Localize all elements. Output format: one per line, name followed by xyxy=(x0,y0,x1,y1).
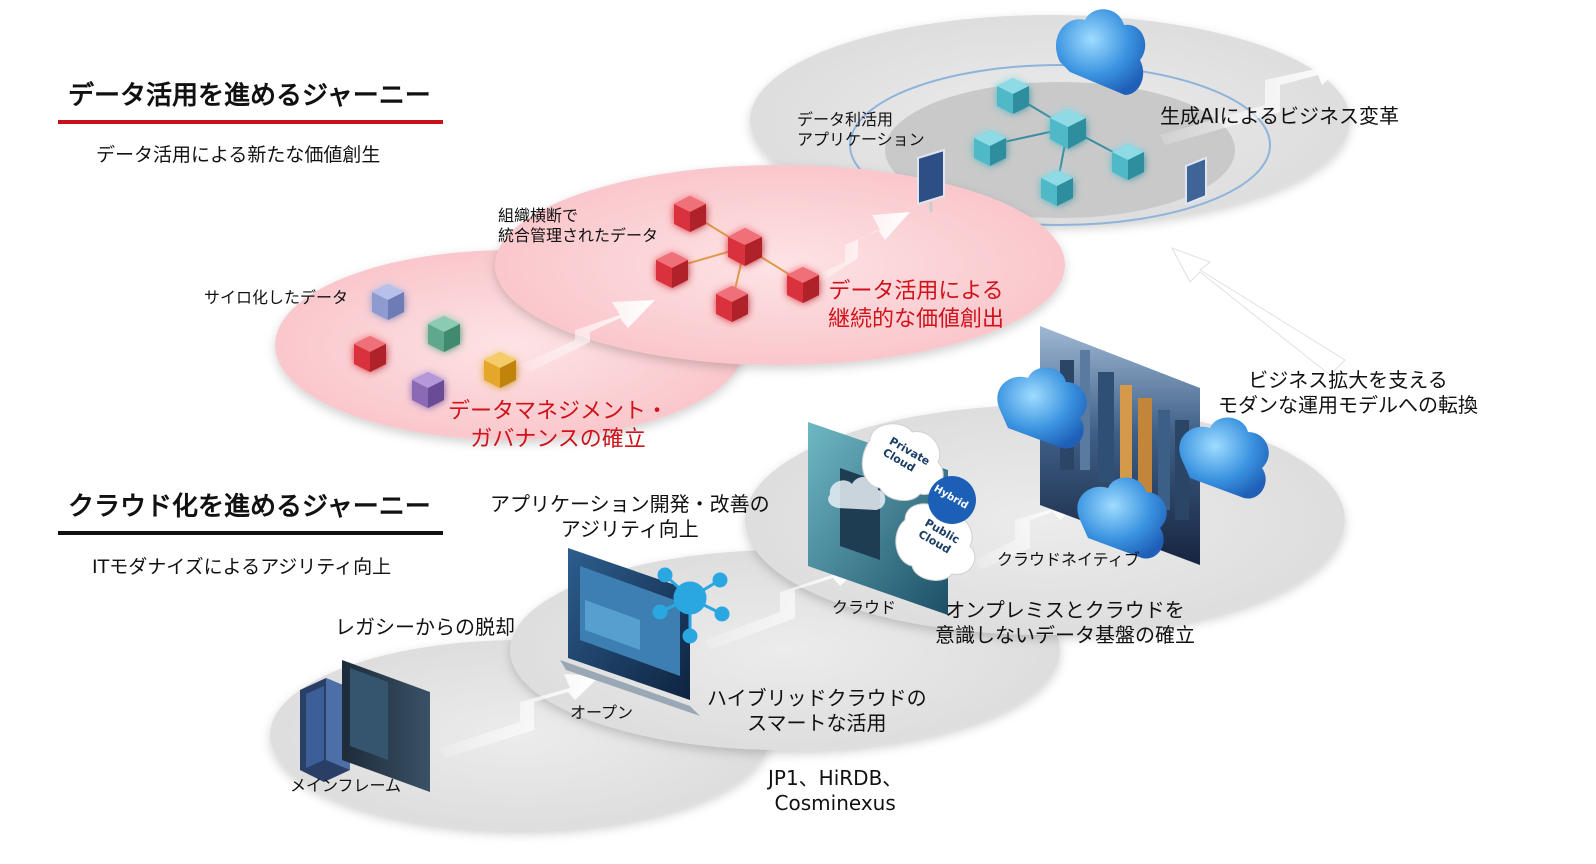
data-journey-title: データ活用を進めるジャーニー xyxy=(68,81,431,111)
label-data-app: データ利活用 アプリケーション xyxy=(797,110,925,149)
integrated-network xyxy=(656,196,819,322)
label-continuous-value: データ活用による 継続的な価値創出 xyxy=(828,279,1005,332)
mainframe-icon xyxy=(300,660,430,792)
cloud-icon-native-2 xyxy=(1077,477,1167,559)
arrow-cloud-to-native xyxy=(975,494,1085,570)
label-hybrid-use: ハイブリッドクラウドの スマートな活用 xyxy=(707,686,927,735)
arrow-silo-to-integrated xyxy=(520,300,655,372)
cloud-journey-title: クラウド化を進めるジャーニー xyxy=(68,492,431,522)
hybrid-badge xyxy=(928,476,976,524)
label-mainframe: メインフレーム xyxy=(290,776,402,795)
arrow-genai xyxy=(1160,55,1350,145)
silo-cubes xyxy=(354,284,516,408)
label-governance: データマネジメント・ ガバナンスの確立 xyxy=(448,399,669,452)
label-agility: アプリケーション開発・改善の アジリティ向上 xyxy=(490,492,770,541)
label-modern-ops: ビジネス拡大を支える モダンな運用モデルへの転換 xyxy=(1218,368,1478,417)
disc-top-inner xyxy=(885,82,1235,218)
arrow-open-to-cloud xyxy=(705,560,865,650)
label-silo-data: サイロ化したデータ xyxy=(204,288,349,307)
teal-network xyxy=(974,78,1144,206)
label-onprem-cloud: オンプレミスとクラウドを 意識しないデータ基盤の確立 xyxy=(935,598,1195,647)
label-cloud-native: クラウドネイティブ xyxy=(997,550,1140,569)
arrow-mainframe-to-open xyxy=(440,674,600,758)
cloud-icon-native-1 xyxy=(997,367,1087,449)
orbit-ring xyxy=(849,64,1271,226)
monitor-left-icon xyxy=(917,148,945,212)
cloud-icon-native-3 xyxy=(1179,417,1269,499)
data-journey-subtitle: データ活用による新たな価値創生 xyxy=(96,144,381,166)
label-open: オープン xyxy=(570,703,634,722)
arrow-integrated-to-top xyxy=(805,212,910,288)
cloud-title-underline xyxy=(58,531,443,535)
data-title-underline xyxy=(58,120,443,124)
label-cloud: クラウド xyxy=(832,598,897,617)
cloud-icon-top xyxy=(1056,9,1146,95)
label-integrated-data: 組織横断で 統合管理されたデータ xyxy=(498,206,659,245)
label-genai: 生成AIによるビジネス変革 xyxy=(1160,104,1399,128)
label-legacy: レガシーからの脱却 xyxy=(335,615,515,639)
arrow-modern-ops xyxy=(1170,247,1346,376)
label-products: JP1、HiRDB、 Cosminexus xyxy=(768,766,903,815)
monitor-right-icon xyxy=(1185,156,1207,206)
cloud-journey-subtitle: ITモダナイズによるアジリティ向上 xyxy=(92,556,392,578)
open-laptop-icon xyxy=(560,548,700,716)
network-hub-icon xyxy=(652,567,730,644)
